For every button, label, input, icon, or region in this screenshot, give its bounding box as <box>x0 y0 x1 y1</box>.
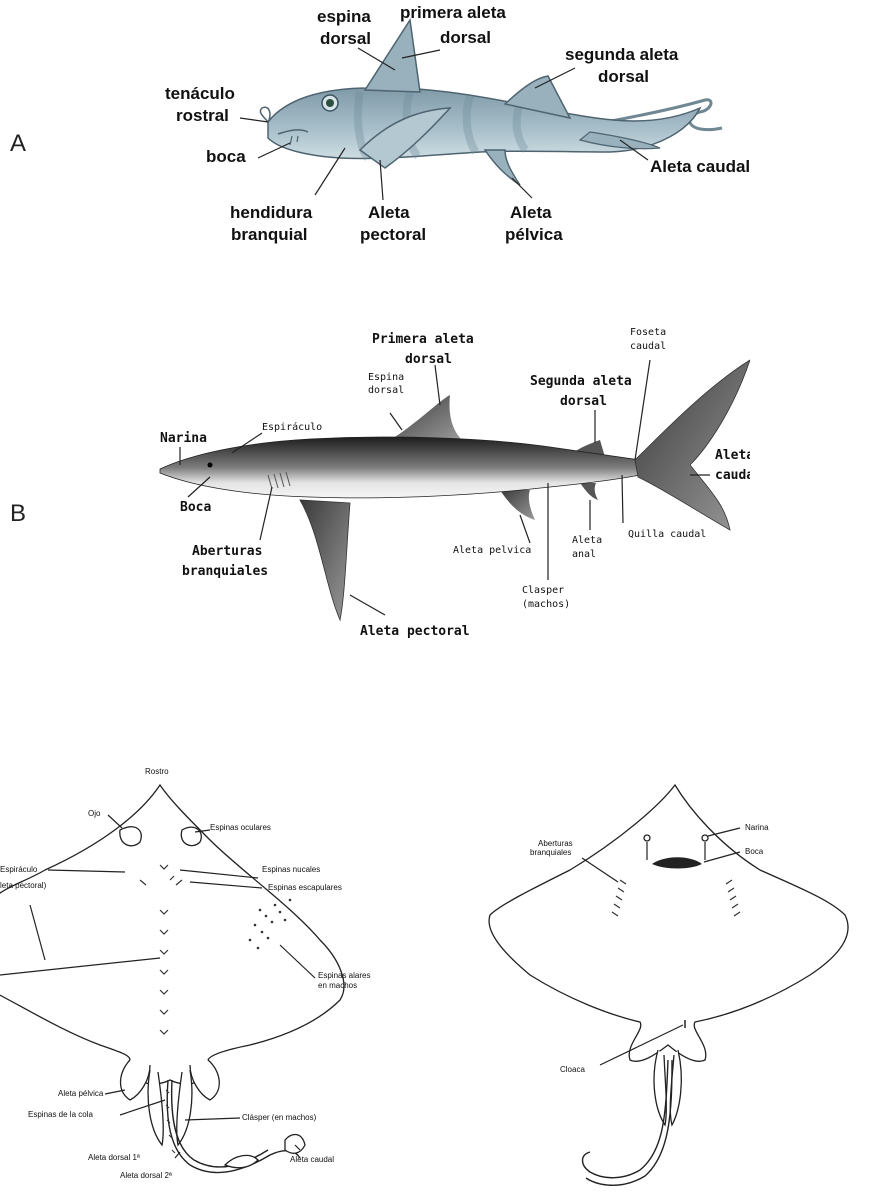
label-c-caudal: Aleta caudal <box>290 1155 334 1164</box>
label-b-caudal-keel: Quilla caudal <box>628 529 706 540</box>
label-b-clasper-1: Clasper <box>522 585 564 596</box>
label-d-gill-openings-2: branquiales <box>530 848 571 857</box>
shark-diagram: Primera aleta dorsal Espina dorsal Segun… <box>150 305 750 665</box>
label-a-gill-slit-2: branquial <box>231 225 308 244</box>
label-a-mouth: boca <box>206 147 246 166</box>
label-c-rostrum: Rostro <box>145 767 169 776</box>
label-a-gill-slit-1: hendidura <box>230 203 313 222</box>
label-a-pelvic-1: Aleta <box>510 203 552 222</box>
label-a-second-dorsal-1: segunda aleta <box>565 45 679 64</box>
label-d-mouth: Boca <box>745 847 764 856</box>
label-c-dorsal1: Aleta dorsal 1ª <box>88 1153 140 1162</box>
label-a-pelvic-2: pélvica <box>505 225 563 244</box>
label-c-pelvic: Aleta pélvica <box>58 1089 104 1098</box>
label-c-dorsal2: Aleta dorsal 2ª <box>120 1171 172 1180</box>
label-a-dorsal-spine-1: espina <box>317 7 371 26</box>
label-a-first-dorsal-1: primera aleta <box>400 3 506 22</box>
label-b-mouth: Boca <box>180 500 211 515</box>
label-a-second-dorsal-2: dorsal <box>598 67 649 86</box>
label-b-dorsal-spine-1: Espina <box>368 372 404 383</box>
label-b-caudal-fin-1: Aleta <box>715 448 750 463</box>
label-c-alar-2: en machos <box>318 981 357 990</box>
label-a-pectoral-1: Aleta <box>368 203 410 222</box>
label-c-ocular-spines: Espinas oculares <box>210 823 271 832</box>
chimaera-diagram: espina dorsal primera aleta dorsal segun… <box>0 0 880 280</box>
label-a-rostral-2: rostral <box>176 106 229 125</box>
label-b-gill-openings-1: Aberturas <box>192 544 262 559</box>
label-c-alar-1: Espinas alares <box>318 971 370 980</box>
label-b-first-dorsal-1: Primera aleta <box>372 332 474 347</box>
shark-illustration <box>160 360 750 620</box>
ray-ventral-diagram: Narina Aberturas branquiales Boca Cloaca <box>440 760 880 1195</box>
label-b-second-dorsal-1: Segunda aleta <box>530 374 632 389</box>
label-b-caudal-pit-1: Foseta <box>630 327 666 338</box>
label-c-eye: Ojo <box>88 809 101 818</box>
label-d-gill-openings-1: Aberturas <box>538 839 573 848</box>
label-b-first-dorsal-2: dorsal <box>405 352 452 367</box>
label-c-clasper: Clásper (en machos) <box>242 1113 317 1122</box>
label-c-tail-spines: Espinas de la cola <box>28 1110 93 1119</box>
label-d-nostril: Narina <box>745 823 769 832</box>
label-b-anal-2: anal <box>572 549 596 560</box>
label-b-dorsal-spine-2: dorsal <box>368 385 404 396</box>
label-b-clasper-2: (machos) <box>522 599 570 610</box>
label-a-first-dorsal-2: dorsal <box>440 28 491 47</box>
label-b-pelvic: Aleta pelvica <box>453 545 531 556</box>
label-a-pectoral-2: pectoral <box>360 225 426 244</box>
label-a-dorsal-spine-2: dorsal <box>320 29 371 48</box>
panel-letter-b: B <box>10 500 26 528</box>
label-c-spiracle: Espiráculo <box>0 865 38 874</box>
label-c-pectoral-partial: leta pectoral) <box>0 881 47 890</box>
label-b-second-dorsal-2: dorsal <box>560 394 607 409</box>
label-b-caudal-fin-2: caudal <box>715 468 750 483</box>
label-b-spiracle: Espiráculo <box>262 421 322 433</box>
label-b-anal-1: Aleta <box>572 535 602 546</box>
label-a-rostral-1: tenáculo <box>165 84 235 103</box>
label-a-caudal: Aleta caudal <box>650 157 750 176</box>
label-b-pectoral: Aleta pectoral <box>360 624 470 639</box>
label-b-caudal-pit-2: caudal <box>630 341 666 352</box>
label-c-nuchal: Espinas nucales <box>262 865 320 874</box>
label-b-gill-openings-2: branquiales <box>182 564 268 579</box>
label-d-cloaca: Cloaca <box>560 1065 585 1074</box>
label-b-nostril: Narina <box>160 431 207 446</box>
ray-dorsal-diagram: Rostro Ojo Espinas oculares Espiráculo E… <box>0 760 440 1195</box>
label-c-scapular: Espinas escapulares <box>268 883 342 892</box>
